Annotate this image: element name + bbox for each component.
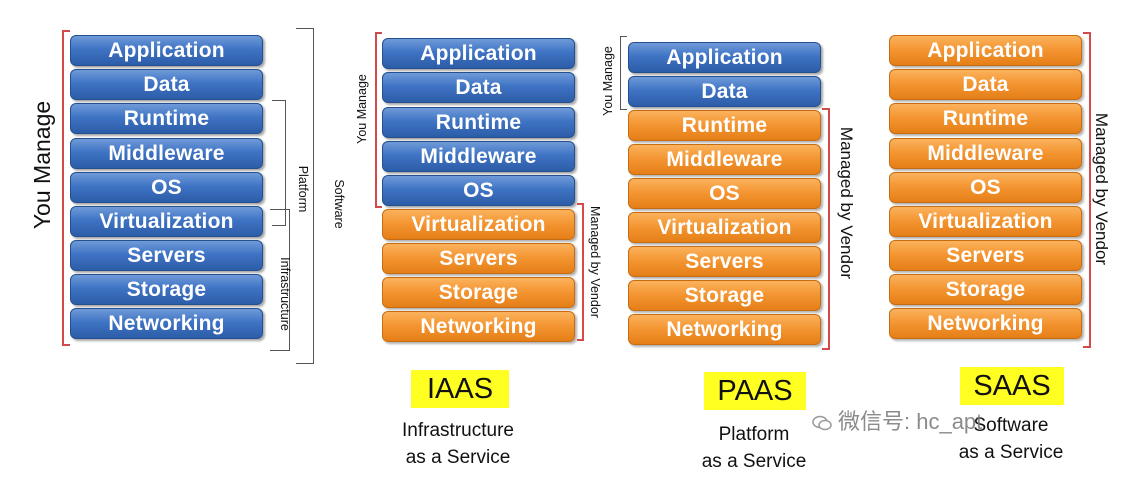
wechat-icon bbox=[812, 415, 832, 431]
infrastructure-label: Infrastructure bbox=[278, 257, 292, 331]
stack-saas: Application Data Runtime Middleware OS V… bbox=[889, 35, 1082, 345]
layer-virtualization: Virtualization bbox=[382, 209, 575, 240]
paas-caption: Platform as a Service bbox=[674, 421, 834, 475]
layer-os: OS bbox=[628, 178, 821, 209]
paas-you-manage-label: You Manage bbox=[601, 46, 615, 116]
iaas-vendor-bracket bbox=[577, 203, 584, 341]
watermark-text: 微信号: hc_apt bbox=[838, 409, 983, 434]
layer-middleware: Middleware bbox=[889, 138, 1082, 169]
stack-reference: Application Data Runtime Middleware OS V… bbox=[70, 35, 263, 345]
layer-os: OS bbox=[70, 172, 263, 203]
layer-servers: Servers bbox=[628, 246, 821, 277]
you-manage-label: You Manage bbox=[28, 100, 55, 230]
saas-vendor-label: Managed by Vendor bbox=[1092, 112, 1111, 266]
platform-label: Platform bbox=[296, 165, 310, 213]
layer-servers: Servers bbox=[70, 240, 263, 271]
saas-badge: SAAS bbox=[960, 367, 1064, 405]
layer-networking: Networking bbox=[70, 308, 263, 339]
iaas-badge: IAAS bbox=[411, 370, 509, 408]
iaas-you-manage-label: You Manage bbox=[355, 74, 369, 144]
layer-os: OS bbox=[889, 172, 1082, 203]
layer-servers: Servers bbox=[889, 240, 1082, 271]
layer-networking: Networking bbox=[889, 308, 1082, 339]
paas-vendor-label: Managed by Vendor bbox=[837, 126, 856, 280]
iaas-caption: Infrastructure as a Service bbox=[378, 417, 538, 471]
watermark: 微信号: hc_apt bbox=[812, 404, 982, 436]
layer-runtime: Runtime bbox=[382, 107, 575, 138]
layer-os: OS bbox=[382, 175, 575, 206]
software-bracket bbox=[296, 28, 314, 364]
layer-storage: Storage bbox=[382, 277, 575, 308]
paas-caption-line2: as a Service bbox=[701, 451, 807, 472]
software-label: Software bbox=[332, 179, 346, 229]
stack-paas: Application Data Runtime Middleware OS V… bbox=[628, 42, 821, 352]
layer-application: Application bbox=[382, 38, 575, 69]
iaas-you-manage-bracket bbox=[375, 32, 382, 208]
iaas-caption-line2: as a Service bbox=[405, 447, 511, 468]
layer-networking: Networking bbox=[628, 314, 821, 345]
layer-storage: Storage bbox=[628, 280, 821, 311]
you-manage-bracket bbox=[62, 30, 70, 346]
saas-caption-line2: as a Service bbox=[958, 442, 1064, 463]
layer-data: Data bbox=[628, 76, 821, 107]
paas-vendor-bracket bbox=[822, 108, 830, 350]
layer-application: Application bbox=[889, 35, 1082, 66]
layer-application: Application bbox=[628, 42, 821, 73]
layer-data: Data bbox=[889, 69, 1082, 100]
saas-caption-line1: Software bbox=[973, 415, 1049, 436]
layer-middleware: Middleware bbox=[70, 138, 263, 169]
stack-iaas: Application Data Runtime Middleware OS V… bbox=[382, 38, 575, 348]
layer-runtime: Runtime bbox=[70, 103, 263, 134]
iaas-caption-line1: Infrastructure bbox=[402, 420, 514, 441]
iaas-vendor-label: Managed by Vendor bbox=[588, 206, 602, 318]
paas-badge: PAAS bbox=[704, 372, 806, 410]
layer-servers: Servers bbox=[382, 243, 575, 274]
layer-runtime: Runtime bbox=[628, 110, 821, 141]
layer-storage: Storage bbox=[70, 274, 263, 305]
paas-you-manage-bracket bbox=[620, 36, 627, 110]
saas-caption: Software as a Service bbox=[931, 412, 1091, 466]
layer-application: Application bbox=[70, 35, 263, 66]
layer-virtualization: Virtualization bbox=[628, 212, 821, 243]
layer-runtime: Runtime bbox=[889, 103, 1082, 134]
layer-data: Data bbox=[70, 69, 263, 100]
paas-caption-line1: Platform bbox=[718, 424, 790, 445]
layer-virtualization: Virtualization bbox=[70, 206, 263, 237]
layer-middleware: Middleware bbox=[382, 141, 575, 172]
layer-storage: Storage bbox=[889, 274, 1082, 305]
infrastructure-bracket bbox=[270, 209, 290, 351]
layer-virtualization: Virtualization bbox=[889, 206, 1082, 237]
layer-middleware: Middleware bbox=[628, 144, 821, 175]
saas-vendor-bracket bbox=[1083, 32, 1091, 348]
platform-bracket bbox=[272, 100, 286, 226]
layer-data: Data bbox=[382, 72, 575, 103]
layer-networking: Networking bbox=[382, 311, 575, 342]
